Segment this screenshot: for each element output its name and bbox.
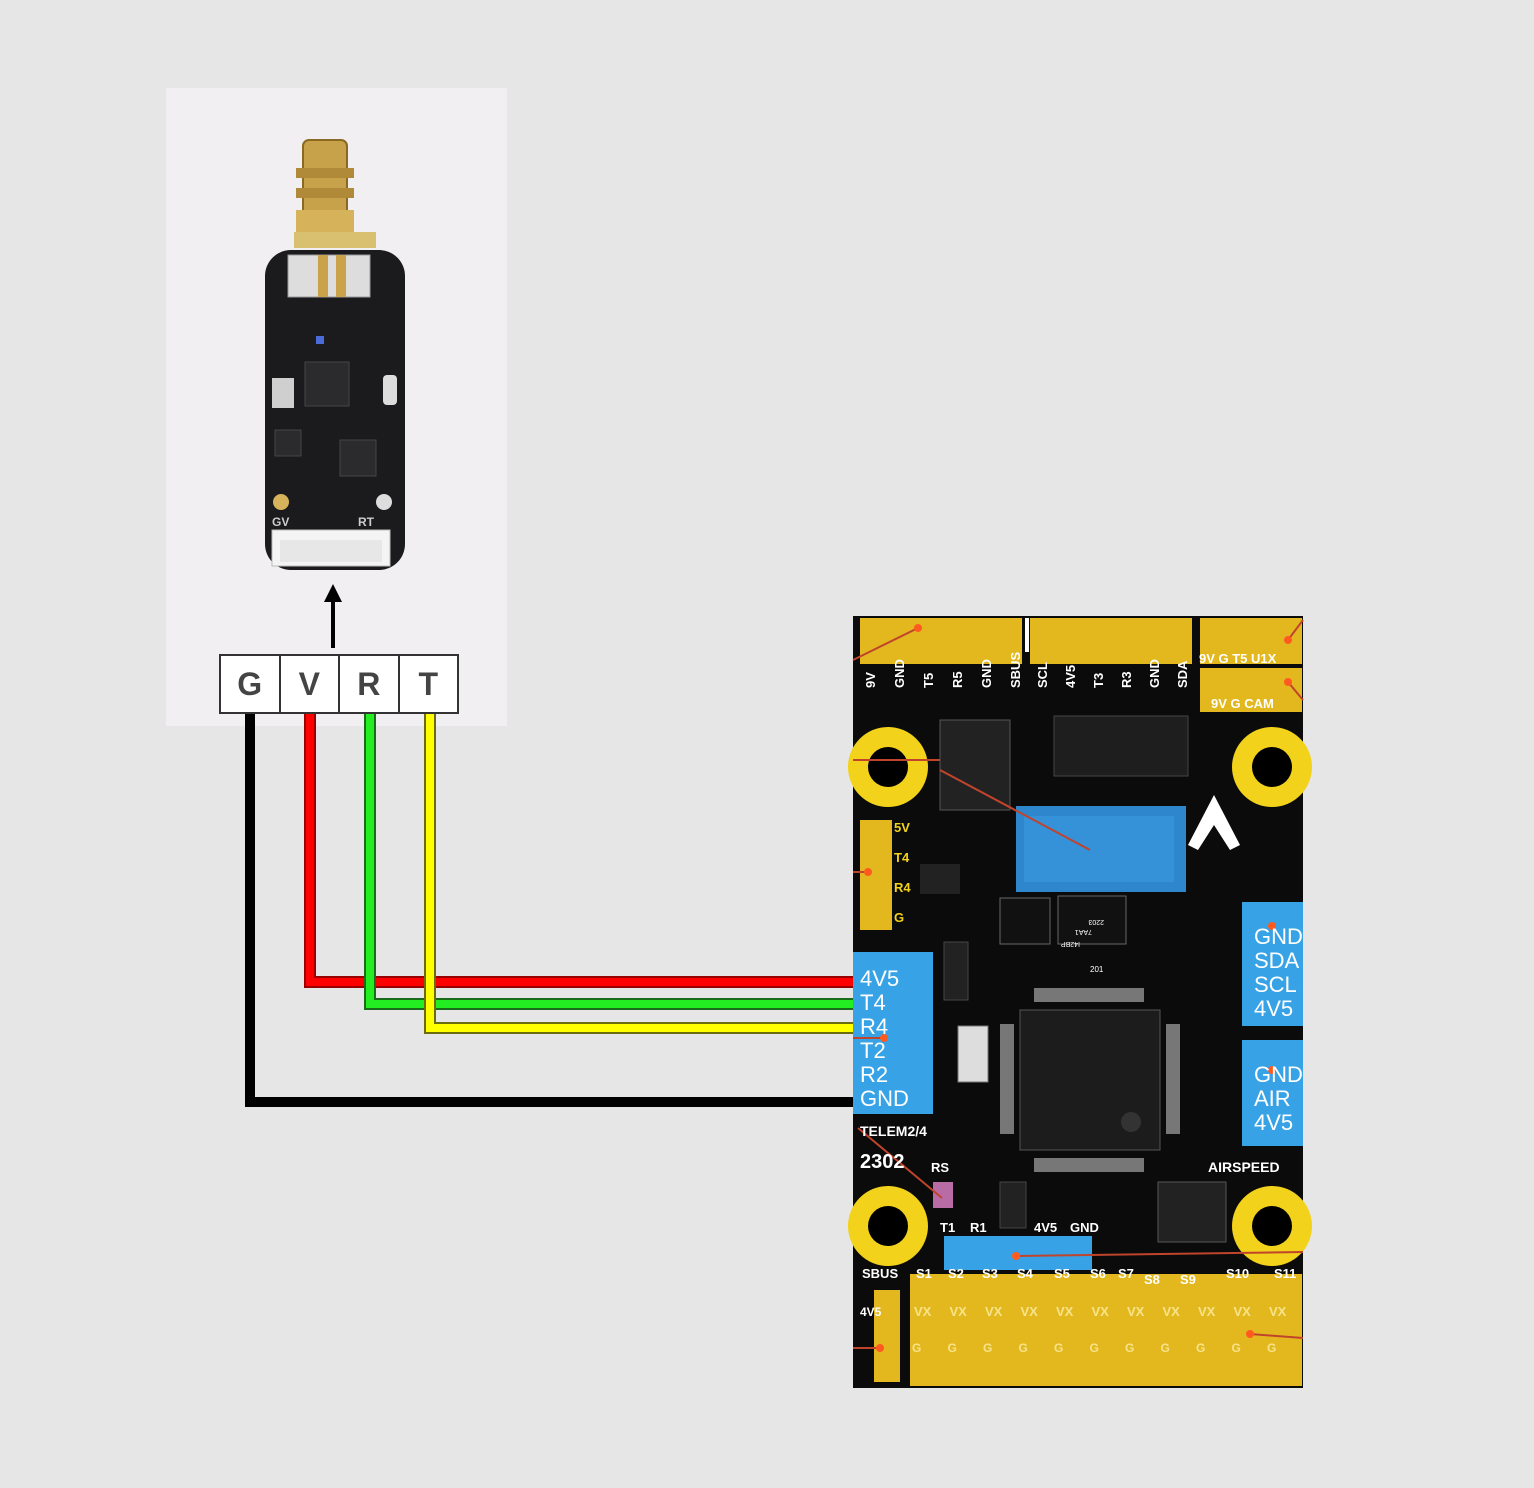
top-header-1-label: 9V xyxy=(863,672,878,688)
telem-port-label: R4 xyxy=(860,1014,888,1039)
servo-label: S7 xyxy=(1118,1266,1134,1281)
board-code-sub: RS xyxy=(931,1160,949,1175)
servo-label: SBUS xyxy=(862,1266,898,1281)
rail-g-label: G xyxy=(1267,1341,1276,1355)
telem-label: TELEM2/4 xyxy=(860,1123,927,1139)
telem-port-label: T2 xyxy=(860,1038,886,1063)
rail-g-label: G xyxy=(983,1341,992,1355)
rail-left-label: 4V5 xyxy=(860,1305,882,1319)
top-header-2-label: SCL xyxy=(1035,662,1050,688)
servo-label: S3 xyxy=(982,1266,998,1281)
air-port-label: 4V5 xyxy=(1254,1110,1293,1135)
top-right-2-label: 9V G CAM xyxy=(1211,696,1274,711)
i2c-port-label: 4V5 xyxy=(1254,996,1293,1021)
servo-label: S9 xyxy=(1180,1272,1196,1287)
rail-g-label: G xyxy=(1125,1341,1134,1355)
pin-r: R xyxy=(340,656,400,712)
bottom-small-label: R1 xyxy=(970,1220,987,1235)
top-header-2-label: R3 xyxy=(1119,671,1134,688)
i2c-port-label: GND xyxy=(1254,924,1303,949)
rail-g-label: G xyxy=(948,1341,957,1355)
rail-vx-label: VX xyxy=(914,1304,932,1319)
rail-vx-label: VX xyxy=(1198,1304,1216,1319)
telemetry-module-board xyxy=(265,250,405,570)
rail-vx-label: VX xyxy=(1269,1304,1287,1319)
i2c-port-label: SCL xyxy=(1254,972,1297,997)
wire-v-outline xyxy=(304,714,855,988)
servo-label: S2 xyxy=(948,1266,964,1281)
top-header-2-label: T3 xyxy=(1091,673,1106,688)
pin-g: G xyxy=(221,656,281,712)
telem-port-label: 4V5 xyxy=(860,966,899,991)
rail-g-label: G xyxy=(1232,1341,1241,1355)
servo-label: S8 xyxy=(1144,1272,1160,1287)
chip-text: I42BP xyxy=(1061,940,1080,947)
rail-vx-label: VX xyxy=(1234,1304,1252,1319)
top-header-1-label: T5 xyxy=(921,673,936,688)
top-header-2-label: GND xyxy=(1147,659,1162,688)
rail-vx-label: VX xyxy=(1092,1304,1110,1319)
air-port-label: AIR xyxy=(1254,1086,1291,1111)
left-header-label: 5V xyxy=(894,820,910,835)
top-header-2-label: 4V5 xyxy=(1063,665,1078,688)
flight-controller-board xyxy=(848,616,1312,1388)
bottom-small-label: 4V5 xyxy=(1034,1220,1057,1235)
rail-g-label: G xyxy=(912,1341,921,1355)
sma-connector-icon xyxy=(294,139,376,248)
wires xyxy=(245,714,855,1107)
servo-label: S1 xyxy=(916,1266,932,1281)
top-header-1-label: GND xyxy=(979,659,994,688)
left-header-label: G xyxy=(894,910,904,925)
rail-g-label: G xyxy=(1196,1341,1205,1355)
bottom-small-label: T1 xyxy=(940,1220,955,1235)
servo-label: S6 xyxy=(1090,1266,1106,1281)
wire-r-outline xyxy=(364,714,855,1010)
wire-r xyxy=(366,714,855,1008)
top-right-1-label: 9V G T5 U1X xyxy=(1199,651,1277,666)
top-header-1-label: SBUS xyxy=(1008,652,1023,688)
module-silk-left: GV xyxy=(272,515,289,529)
rail-vx-label: VX xyxy=(1163,1304,1181,1319)
module-silk-right: RT xyxy=(358,515,375,529)
telem-port-label: GND xyxy=(860,1086,909,1111)
rail-vx-label: VX xyxy=(950,1304,968,1319)
wire-v xyxy=(306,714,855,986)
rail-g-label: G xyxy=(1019,1341,1028,1355)
servo-label: S4 xyxy=(1017,1266,1034,1281)
up-arrow-icon xyxy=(324,584,342,648)
left-header-label: T4 xyxy=(894,850,910,865)
servo-label: S5 xyxy=(1054,1266,1070,1281)
wire-ground xyxy=(245,714,855,1107)
module-pinout: G V R T xyxy=(219,654,459,714)
chip-small-label: 201 xyxy=(1090,965,1104,974)
left-header-label: R4 xyxy=(894,880,911,895)
i2c-port-label: SDA xyxy=(1254,948,1300,973)
pin-v: V xyxy=(281,656,340,712)
top-header-2-label: SDA xyxy=(1175,660,1190,688)
telem-port-label: R2 xyxy=(860,1062,888,1087)
board-code: 2302 xyxy=(860,1151,905,1173)
rail-vx-label: VX xyxy=(1021,1304,1039,1319)
rail-g-label: G xyxy=(1090,1341,1099,1355)
telem-port-label: T4 xyxy=(860,990,886,1015)
rail-vx-label: VX xyxy=(1127,1304,1145,1319)
bottom-small-label: GND xyxy=(1070,1220,1099,1235)
chip-text: 7AA1 xyxy=(1075,928,1092,935)
wire-t xyxy=(426,714,855,1032)
servo-label: S10 xyxy=(1226,1266,1249,1281)
rail-g-label: G xyxy=(1054,1341,1063,1355)
chip-text: 2203 xyxy=(1088,918,1104,925)
rail-g-label: G xyxy=(1161,1341,1170,1355)
rail-vx-label: VX xyxy=(1056,1304,1074,1319)
servo-label: S11 xyxy=(1274,1266,1296,1281)
rail-vx-label: VX xyxy=(985,1304,1003,1319)
pin-t: T xyxy=(418,665,439,702)
top-header-1-label: GND xyxy=(892,659,907,688)
air-port-label: GND xyxy=(1254,1062,1303,1087)
top-header-1-label: R5 xyxy=(950,671,965,688)
airspeed-label: AIRSPEED xyxy=(1208,1159,1280,1175)
